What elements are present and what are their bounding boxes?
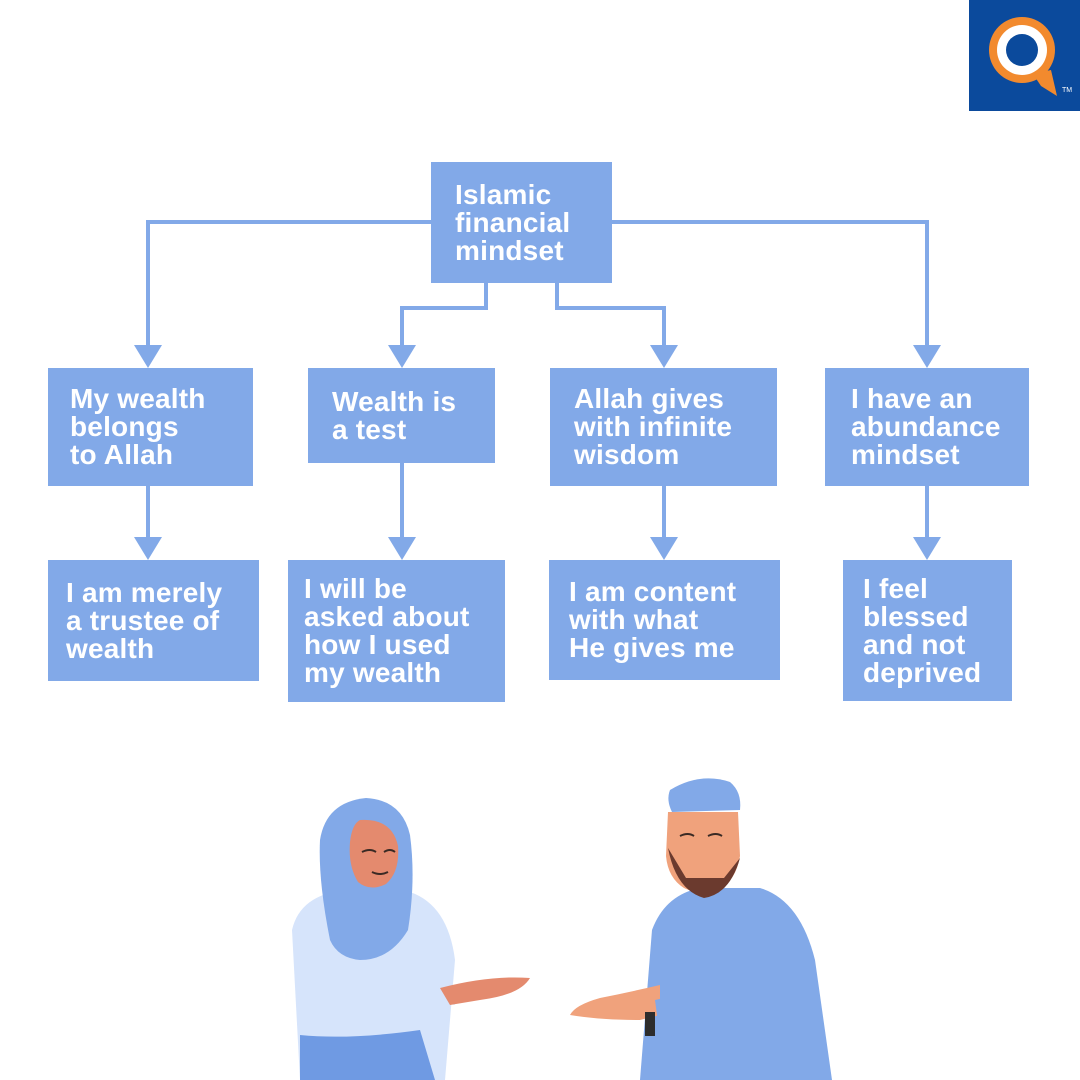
arrow-head	[388, 345, 416, 368]
arrow-head	[388, 537, 416, 560]
brand-logo: TM	[969, 0, 1080, 111]
outcome-node-2: I will be asked about how I used my weal…	[288, 560, 505, 702]
root-label: Islamic financial mindset	[455, 178, 571, 266]
arrow-head	[134, 537, 162, 560]
outcome-node-3: I am content with what He gives me	[549, 560, 780, 680]
belief-label: I have an abundance mindset	[851, 383, 1001, 470]
outcome-label: I feel blessed and not deprived	[863, 572, 982, 688]
arrow-head	[913, 345, 941, 368]
arrow-head	[650, 537, 678, 560]
arrow-head	[134, 345, 162, 368]
man-figure	[570, 778, 832, 1080]
belief-node-2: Wealth is a test	[308, 368, 495, 463]
arrow-head	[913, 537, 941, 560]
belief-node-3: Allah gives with infinite wisdom	[550, 368, 777, 486]
outcome-label: I will be asked about how I used my weal…	[304, 573, 470, 688]
belief-label: My wealth belongs to Allah	[70, 383, 206, 470]
root-node: Islamic financial mindset	[431, 162, 612, 283]
belief-label: Allah gives with infinite wisdom	[574, 383, 733, 470]
belief-node-4: I have an abundance mindset	[825, 368, 1029, 486]
outcome-label: I am merely a trustee of wealth	[66, 576, 223, 664]
arrow-head	[650, 345, 678, 368]
woman-figure	[292, 798, 530, 1080]
belief-label: Wealth is a test	[332, 385, 457, 445]
outcome-node-1: I am merely a trustee of wealth	[48, 560, 259, 681]
outcome-label: I am content with what He gives me	[569, 576, 737, 663]
outcome-node-4: I feel blessed and not deprived	[843, 560, 1012, 701]
trademark-mark: TM	[1062, 87, 1072, 94]
belief-node-1: My wealth belongs to Allah	[48, 368, 253, 486]
magnifier-q-icon: TM	[989, 17, 1072, 96]
